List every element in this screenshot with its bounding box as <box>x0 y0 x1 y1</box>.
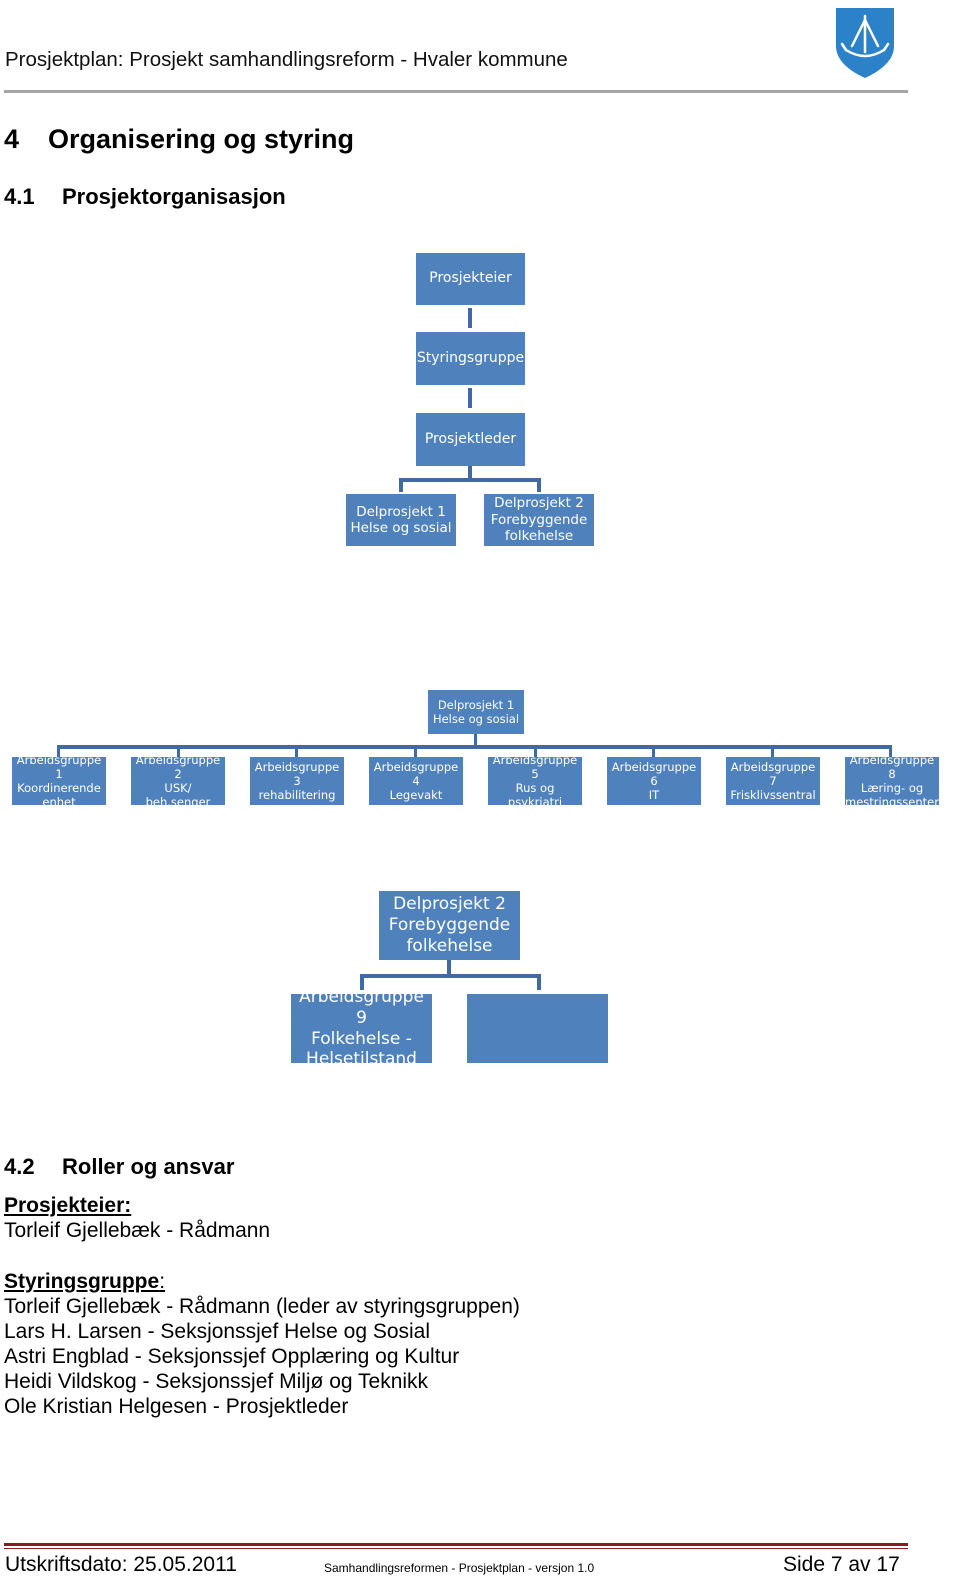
styringsgruppe-label-text: Styringsgruppe <box>4 1270 160 1293</box>
org-box-arbeidsgruppe-5: Arbeidsgruppe 5 Rus og psykriatri <box>488 757 582 805</box>
section-number: 4.1 <box>4 184 35 209</box>
connector <box>447 960 451 976</box>
footer-print-date: Utskriftsdato: 25.05.2011 <box>5 1553 237 1576</box>
section-number: 4 <box>4 124 20 154</box>
org-box-delprosjekt-1: Delprosjekt 1 Helse og sosial <box>346 494 456 546</box>
styringsgruppe-member: Astri Engblad - Seksjonssjef Opplæring o… <box>4 1345 460 1368</box>
org-box-styringsgruppe: Styringsgruppe <box>416 332 525 385</box>
footer-document-version: Samhandlingsreformen - Prosjektplan - ve… <box>324 1561 595 1575</box>
connector <box>57 745 892 749</box>
label-colon: : <box>159 1270 166 1293</box>
prosjekteier-line: Torleif Gjellebæk - Rådmann <box>4 1219 271 1242</box>
org-box-delprosjekt-2-root: Delprosjekt 2 Forebyggende folkehelse <box>379 891 520 960</box>
styringsgruppe-member: Heidi Vildskog - Seksjonssjef Miljø og T… <box>4 1370 429 1393</box>
org-box-arbeidsgruppe-9: Arbeidsgruppe 9 Folkehelse - Helsetilsta… <box>291 994 432 1063</box>
connector <box>889 745 892 757</box>
org-box-prosjektleder: Prosjektleder <box>416 413 525 466</box>
connector <box>652 745 655 757</box>
org-box-empty <box>467 994 608 1063</box>
connector <box>177 745 180 757</box>
section-title: Prosjektorganisasjon <box>62 184 286 209</box>
styringsgruppe-label: Styringsgruppe: <box>4 1270 165 1294</box>
org-box-arbeidsgruppe-1: Arbeidsgruppe 1 Koordinerende enhet <box>12 757 106 805</box>
connector <box>537 974 541 990</box>
prosjekteier-label: Prosjekteier: <box>4 1194 132 1217</box>
document-header-title: Prosjektplan: Prosjekt samhandlingsrefor… <box>5 48 568 71</box>
footer-divider-thin <box>4 1548 908 1549</box>
connector <box>771 745 774 757</box>
footer-page-number: Side 7 av 17 <box>783 1553 900 1576</box>
org-box-delprosjekt-1-root: Delprosjekt 1 Helse og sosial <box>428 690 524 734</box>
section-title: Roller og ansvar <box>62 1154 235 1179</box>
styringsgruppe-member: Torleif Gjellebæk - Rådmann (leder av st… <box>4 1295 520 1318</box>
section-4-heading: 4 Organisering og styring <box>4 124 354 155</box>
org-box-prosjekteier: Prosjekteier <box>416 253 525 305</box>
connector <box>468 308 472 328</box>
org-box-arbeidsgruppe-7: Arbeidsgruppe 7 Frisklivssentral <box>726 757 820 805</box>
styringsgruppe-member: Ole Kristian Helgesen - Prosjektleder <box>4 1395 349 1418</box>
org-box-delprosjekt-2: Delprosjekt 2 Forebyggende folkehelse <box>484 494 594 546</box>
footer-divider <box>4 1543 908 1546</box>
org-box-arbeidsgruppe-3: Arbeidsgruppe 3 rehabilitering <box>250 757 344 805</box>
org-box-arbeidsgruppe-6: Arbeidsgruppe 6 IT <box>607 757 701 805</box>
section-number: 4.2 <box>4 1154 35 1179</box>
connector <box>537 478 541 492</box>
connector <box>468 388 472 408</box>
connector <box>360 974 364 990</box>
municipality-shield-logo <box>836 8 894 78</box>
header-divider <box>4 90 908 93</box>
connector <box>399 478 403 492</box>
connector <box>534 745 537 757</box>
section-4-1-heading: 4.1 Prosjektorganisasjon <box>4 184 286 210</box>
connector <box>295 745 298 757</box>
org-box-arbeidsgruppe-8: Arbeidsgruppe 8 Læring- og mestringssent… <box>845 757 939 805</box>
org-box-arbeidsgruppe-2: Arbeidsgruppe 2 USK/ beh.senger <box>131 757 225 805</box>
org-box-arbeidsgruppe-4: Arbeidsgruppe 4 Legevakt <box>369 757 463 805</box>
connector <box>468 466 472 480</box>
styringsgruppe-member: Lars H. Larsen - Seksjonssjef Helse og S… <box>4 1320 431 1343</box>
connector <box>474 734 477 746</box>
section-4-2-heading: 4.2 Roller og ansvar <box>4 1154 234 1180</box>
connector <box>399 478 541 482</box>
connector <box>360 974 541 978</box>
section-title: Organisering og styring <box>48 124 355 154</box>
connector <box>414 745 417 757</box>
connector <box>57 745 60 757</box>
